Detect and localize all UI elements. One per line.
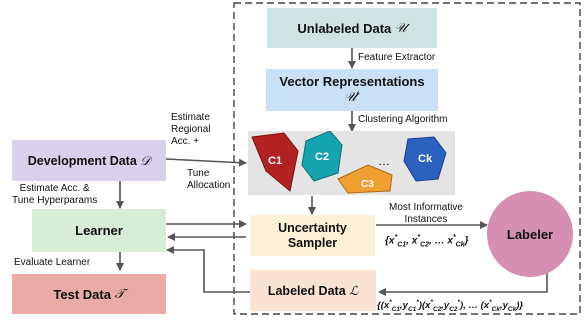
learner-box: Learner [32, 209, 166, 252]
arrow-dev-to-clusters [165, 158, 247, 167]
estimate-regional-label: Estimate Regional Acc. + [171, 112, 211, 147]
clusters-shapes [251, 130, 447, 194]
cluster-c3-label: C3 [361, 179, 374, 190]
test-data-box: Test Data 𝒯 [12, 274, 166, 314]
vector-representations-box: Vector Representations 𝒰′ [266, 69, 438, 111]
labeler-circle: Labeler [487, 191, 573, 277]
labeled-data-symbol: ℒ [349, 283, 359, 298]
vector-representations-symbol: 𝒰′ [344, 90, 360, 105]
clustering-algorithm-label: Clustering Algorithm [358, 114, 448, 125]
evaluate-learner-label: Evaluate Learner [14, 257, 91, 268]
most-informative-label: Most Informative Instances [389, 202, 463, 225]
development-data-label: Development Data [27, 153, 137, 168]
unlabeled-data-symbol: 𝒰 [394, 20, 407, 36]
learner-label: Learner [75, 223, 123, 238]
cluster-ck-shape [403, 136, 447, 182]
pipeline-dashed-frame [233, 2, 581, 315]
labeled-data-box: Labeled Data ℒ [250, 270, 376, 311]
arrow-labeler-to-labeled [378, 272, 548, 296]
uncertainty-sampler-line2: Sampler [287, 235, 338, 250]
labeler-label: Labeler [506, 226, 554, 242]
arrow-labeled-to-learner [166, 246, 250, 293]
cluster-ellipsis: … [378, 154, 390, 168]
unlabeled-data-label: Unlabeled Data [297, 20, 392, 36]
estimate-acc-label: Estimate Acc. & Tune Hyperparams [12, 183, 98, 206]
tune-allocation-label: Tune Allocation [187, 168, 231, 191]
informative-instances-set: {x*C1, x*C2, … x*Ck} [385, 234, 469, 249]
development-data-symbol: 𝒟 [140, 152, 151, 168]
development-data-box: Development Data 𝒟 [12, 140, 166, 181]
labeled-data-label: Labeled Data [267, 283, 346, 298]
cluster-c1-label: C1 [268, 155, 283, 167]
cluster-c2-shape [301, 130, 343, 182]
unlabeled-data-box: Unlabeled Data 𝒰 [267, 8, 437, 48]
test-data-label: Test Data [53, 286, 111, 302]
cluster-c2-label: C2 [315, 151, 330, 163]
vector-representations-label: Vector Representations [279, 74, 425, 89]
uncertainty-sampler-line1: Uncertainty [278, 220, 347, 235]
clusters-panel: C1 C2 C3 … Ck [248, 130, 455, 195]
labeled-instances-set: {(x*C1,yC1*)(x*C2,yC2*), … (x*Ck,yCk)} [377, 299, 524, 314]
test-data-symbol: 𝒯 [114, 286, 125, 302]
cluster-c3-shape [337, 164, 393, 194]
feature-extractor-label: Feature Extractor [358, 52, 436, 63]
cluster-c1-shape [251, 132, 299, 192]
uncertainty-sampler-box: Uncertainty Sampler [250, 215, 375, 256]
cluster-ck-label: Ck [418, 153, 433, 165]
